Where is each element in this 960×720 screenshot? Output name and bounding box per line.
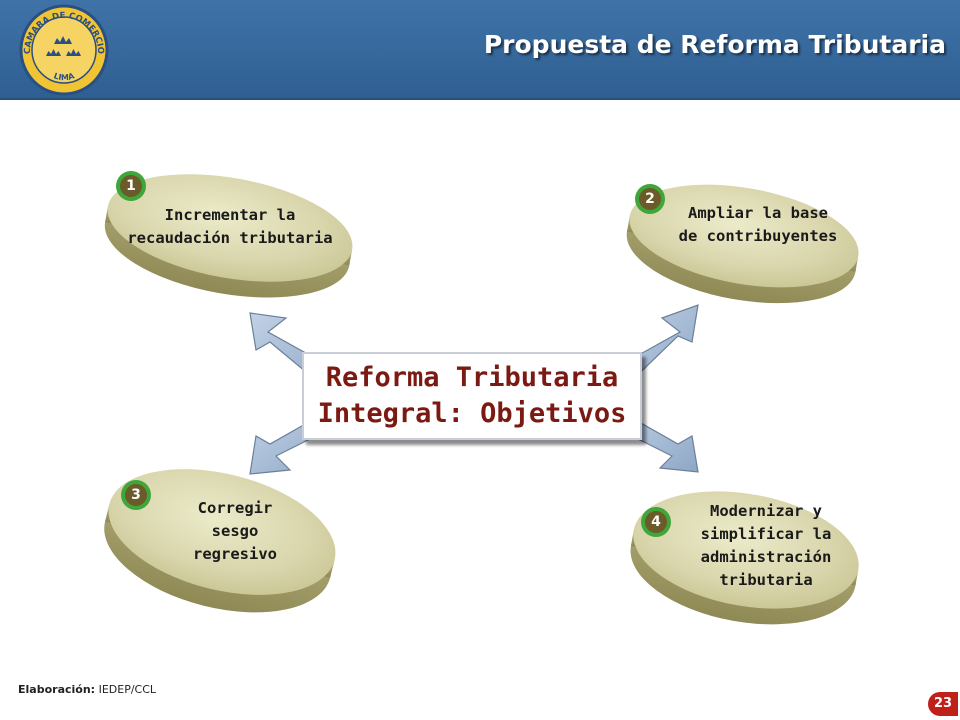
badge-2 <box>635 184 665 214</box>
objective-label-1: Incrementar la recaudación tributaria <box>118 204 342 250</box>
objective-disk-3 <box>104 469 336 613</box>
center-title-line-2: Integral: Objetivos <box>317 398 627 429</box>
chamber-logo: CAMARA DE COMERCIO LIMA <box>19 4 109 96</box>
objective-3-line-3: regresivo <box>193 545 277 563</box>
header-bar: CAMARA DE COMERCIO LIMA Propuesta de Ref… <box>0 0 960 100</box>
objective-1-line-2: recaudación tributaria <box>127 229 333 247</box>
objective-disk-4 <box>630 491 859 625</box>
footer-credit: Elaboración: IEDEP/CCL <box>18 683 156 696</box>
objective-4-line-4: tributaria <box>719 571 813 589</box>
badge-3 <box>121 480 151 510</box>
page-title: Propuesta de Reforma Tributaria <box>483 30 946 59</box>
objective-disk-1 <box>104 174 353 298</box>
objective-label-2: Ampliar la base de contribuyentes <box>648 202 868 248</box>
badge-number-4: 4 <box>651 514 661 530</box>
objective-label-4: Modernizar y simplificar la administraci… <box>656 500 876 592</box>
center-objectives-box: Reforma Tributaria Integral: Objetivos <box>302 352 642 440</box>
center-title-line-1: Reforma Tributaria <box>325 362 619 393</box>
badge-1 <box>116 171 146 201</box>
badge-number-3: 3 <box>131 487 141 503</box>
objective-1-line-1: Incrementar la <box>164 206 296 224</box>
credit-value: IEDEP/CCL <box>98 683 157 696</box>
objective-disk-2 <box>626 184 859 304</box>
objective-label-3: Corregir sesgo regresivo <box>160 497 310 566</box>
objective-4-line-2: simplificar la <box>700 525 832 543</box>
badge-number-2: 2 <box>645 191 655 207</box>
objective-4-line-3: administración <box>700 548 832 566</box>
badge-4 <box>641 507 671 537</box>
objective-2-line-1: Ampliar la base <box>688 204 828 222</box>
objective-2-line-2: de contribuyentes <box>678 227 838 245</box>
objective-4-line-1: Modernizar y <box>710 502 822 520</box>
logo-text-bottom: LIMA <box>52 71 76 82</box>
badge-number-1: 1 <box>126 178 136 194</box>
svg-text:LIMA: LIMA <box>52 71 76 82</box>
objective-3-line-1: Corregir <box>197 499 273 517</box>
crown-icon <box>46 36 81 56</box>
page-number-badge: 23 <box>928 692 958 716</box>
credit-label: Elaboración: <box>18 683 96 696</box>
objective-3-line-2: sesgo <box>211 522 259 540</box>
